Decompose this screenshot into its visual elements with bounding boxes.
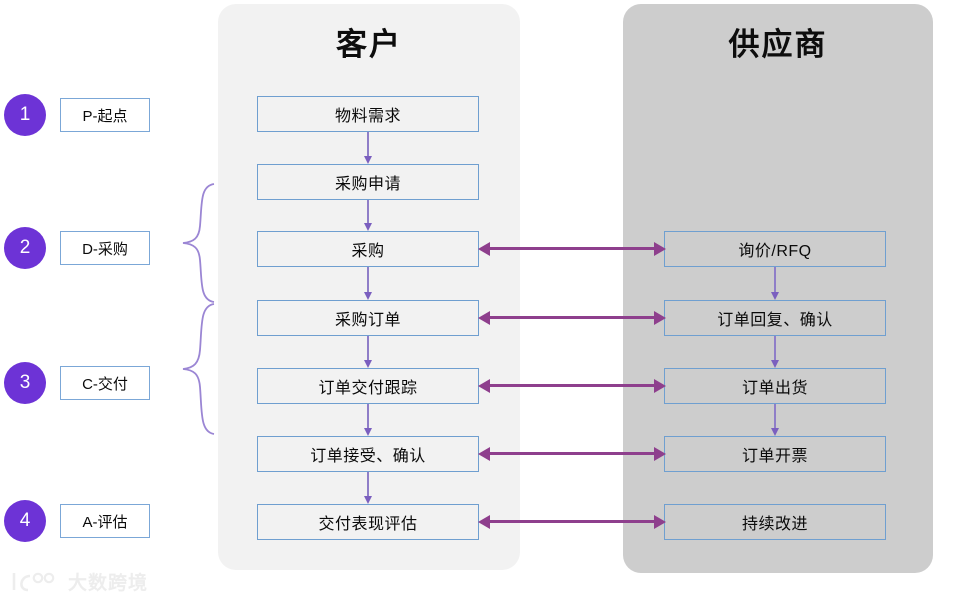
connector-acceptance-to-evaluation-icon [363, 472, 373, 504]
connector-purchasing-to-order-icon [363, 267, 373, 300]
lane-supplier-title: 供应商 [728, 27, 828, 62]
step-continuous-improvement[interactable]: 持续改进 [664, 504, 886, 540]
brace-procurement-icon [182, 183, 215, 303]
stage-number-4: 4 [4, 500, 46, 542]
step-purchase-request[interactable]: 采购申请 [257, 164, 479, 200]
connector-rfq-to-reply-icon [770, 267, 780, 300]
stage-number-3: 3 [4, 362, 46, 404]
lane-customer: 客户 [218, 4, 520, 570]
step-order-invoicing[interactable]: 订单开票 [664, 436, 886, 472]
link-acceptance-invoicing-icon [478, 446, 666, 462]
stage-number-1: 1 [4, 94, 46, 136]
link-evaluation-improvement-icon [478, 514, 666, 530]
brace-delivery-icon [182, 303, 215, 435]
stage-number-2: 2 [4, 227, 46, 269]
stage-label-c-delivery[interactable]: C-交付 [60, 366, 150, 400]
connector-tracking-to-acceptance-icon [363, 404, 373, 436]
connector-request-to-purchasing-icon [363, 200, 373, 231]
step-order-shipment[interactable]: 订单出货 [664, 368, 886, 404]
watermark: 大数跨境 [8, 568, 148, 595]
watermark-text: 大数跨境 [68, 573, 149, 594]
step-purchase-order[interactable]: 采购订单 [257, 300, 479, 336]
step-order-acceptance-confirmation[interactable]: 订单接受、确认 [257, 436, 479, 472]
step-order-delivery-tracking[interactable]: 订单交付跟踪 [257, 368, 479, 404]
lane-customer-title: 客户 [336, 27, 402, 62]
connector-order-to-tracking-icon [363, 336, 373, 368]
step-purchasing[interactable]: 采购 [257, 231, 479, 267]
link-purchasing-rfq-icon [478, 241, 666, 257]
step-delivery-performance-evaluation[interactable]: 交付表现评估 [257, 504, 479, 540]
link-tracking-shipment-icon [478, 378, 666, 394]
link-order-reply-icon [478, 310, 666, 326]
step-rfq[interactable]: 询价/RFQ [664, 231, 886, 267]
stage-label-p-start[interactable]: P-起点 [60, 98, 150, 132]
step-order-reply-confirmation[interactable]: 订单回复、确认 [664, 300, 886, 336]
stage-label-d-procurement[interactable]: D-采购 [60, 231, 150, 265]
connector-reply-to-shipment-icon [770, 336, 780, 368]
connector-material-to-request-icon [363, 132, 373, 164]
lane-supplier: 供应商 [623, 4, 933, 573]
ebrun-logo-icon [12, 572, 55, 591]
stage-label-a-evaluation[interactable]: A-评估 [60, 504, 150, 538]
step-material-requirement[interactable]: 物料需求 [257, 96, 479, 132]
connector-shipment-to-invoicing-icon [770, 404, 780, 436]
